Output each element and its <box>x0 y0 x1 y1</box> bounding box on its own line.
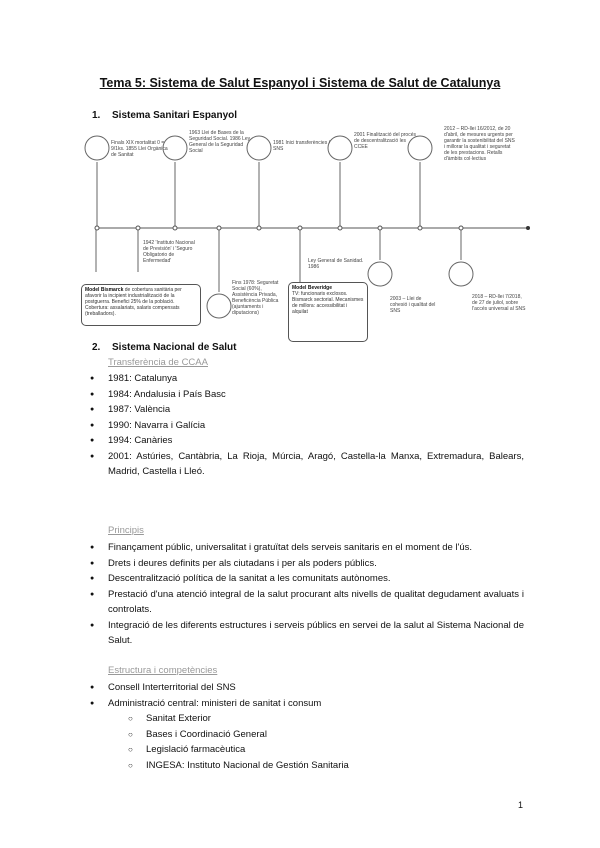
principis-heading: Principis <box>108 525 144 536</box>
list-item: Administració central: ministeri de sani… <box>90 696 524 712</box>
bismarck-model-box: Model Bismarck de cobertura sanitària pe… <box>81 284 201 326</box>
top-pin-circle-1 <box>84 135 110 161</box>
section-1-heading: 1. Sistema Sanitari Espanyol <box>92 110 237 121</box>
transferencia-heading: Transferència de CCAA <box>108 357 208 368</box>
list-item: Descentralització política de la sanitat… <box>90 571 524 587</box>
timeline-label-top-5: 2012 – RD-llei 16/2012, de 20 d'abril, d… <box>444 126 515 162</box>
timeline-graphic <box>84 135 530 319</box>
page-number: 1 <box>518 800 524 810</box>
bismarck-box-title: Model Bismarck <box>85 287 124 293</box>
section-1-number: 1. <box>92 110 101 121</box>
timeline-label-bottom-5: 2018 – RD-llei 7/2018, de 27 de juliol, … <box>472 294 526 312</box>
top-pin-circle-5 <box>407 135 433 161</box>
timeline-label-top-3: 1981 Inici transferències / SNS <box>273 140 330 152</box>
list-item: 1981: Catalunya <box>90 371 524 387</box>
timeline-label-bottom-2: Fins 1978: Seguretat Social (60%), Assis… <box>232 280 279 316</box>
timeline-label-bottom-3: Ley General de Sanidad. 1986 <box>308 258 364 270</box>
bismarck-box-text: de cobertura sanitària per afavorir la i… <box>85 287 182 317</box>
sublist-item: Legislació farmacèutica <box>128 742 349 758</box>
list-item: Drets i deures definits per als ciutadan… <box>90 556 524 572</box>
document-title: Tema 5: Sistema de Salut Espanyol i Sist… <box>99 76 501 90</box>
list-item: 1994: Canàries <box>90 433 524 449</box>
beveridge-model-box: Model Beveridge TV: funcionaris exclosos… <box>288 282 368 342</box>
list-item: 1990: Navarra i Galícia <box>90 418 524 434</box>
section-1-title: Sistema Sanitari Espanyol <box>112 110 238 121</box>
list-item: 2001: Astúries, Cantàbria, La Rioja, Múr… <box>90 449 524 480</box>
bottom-pin-circle-5 <box>448 261 474 287</box>
beveridge-box-title: Model Beveridge <box>292 285 333 291</box>
beveridge-box-text: TV: funcionaris exclosos. Bismarck secto… <box>292 291 364 315</box>
section-2-title: Sistema Nacional de Salut <box>112 342 237 353</box>
section-2-heading: 2. Sistema Nacional de Salut <box>92 342 237 353</box>
timeline-label-top-4: 2001 Finalització del procés de descentr… <box>354 132 416 150</box>
timeline-label-top-2: 1963 Llei de Bases de la Seguridad Socia… <box>189 130 251 154</box>
section-2-number: 2. <box>92 342 101 353</box>
list-item: Consell Interterritorial del SNS <box>90 680 524 696</box>
top-pin-circle-4 <box>327 135 353 161</box>
transferencia-list: 1981: Catalunya 1984: Andalusia i País B… <box>90 371 524 480</box>
sublist-item: Bases i Coordinació General <box>128 727 349 743</box>
sublist-item: Sanitat Exterior <box>128 711 349 727</box>
estructura-sublist: Sanitat Exterior Bases i Coordinació Gen… <box>128 711 349 773</box>
timeline-end-dot <box>526 226 530 230</box>
list-item: 1984: Andalusia i País Basc <box>90 387 524 403</box>
bottom-pin-circle-2 <box>206 293 232 319</box>
sublist-item: INGESA: Instituto Nacional de Gestión Sa… <box>128 758 349 774</box>
top-pin-circle-3 <box>246 135 272 161</box>
list-item: Finançament públic, universalitat i grat… <box>90 540 524 556</box>
list-item: Prestació d'una atenció integral de la s… <box>90 587 524 618</box>
list-item: 1987: València <box>90 402 524 418</box>
timeline-label-bottom-4: 2003 – Llei de cohesió i qualitat del SN… <box>390 296 436 314</box>
principis-list: Finançament públic, universalitat i grat… <box>90 540 524 649</box>
estructura-heading: Estructura i competències <box>108 665 218 676</box>
timeline-label-top-1: Finals XIX mortalitat 0 = 9/1ks. 1855 Ll… <box>111 140 168 158</box>
bottom-pin-circle-4 <box>367 261 393 287</box>
timeline-label-bottom-1: 1942 'Instituto Nacional de Previsión' i… <box>143 240 195 264</box>
list-item: Integració de les diferents estructures … <box>90 618 524 649</box>
estructura-list: Consell Interterritorial del SNS Adminis… <box>90 680 524 711</box>
top-pin-circle-2 <box>162 135 188 161</box>
timeline-figure: Finals XIX mortalitat 0 = 9/1ks. 1855 Ll… <box>80 122 532 344</box>
